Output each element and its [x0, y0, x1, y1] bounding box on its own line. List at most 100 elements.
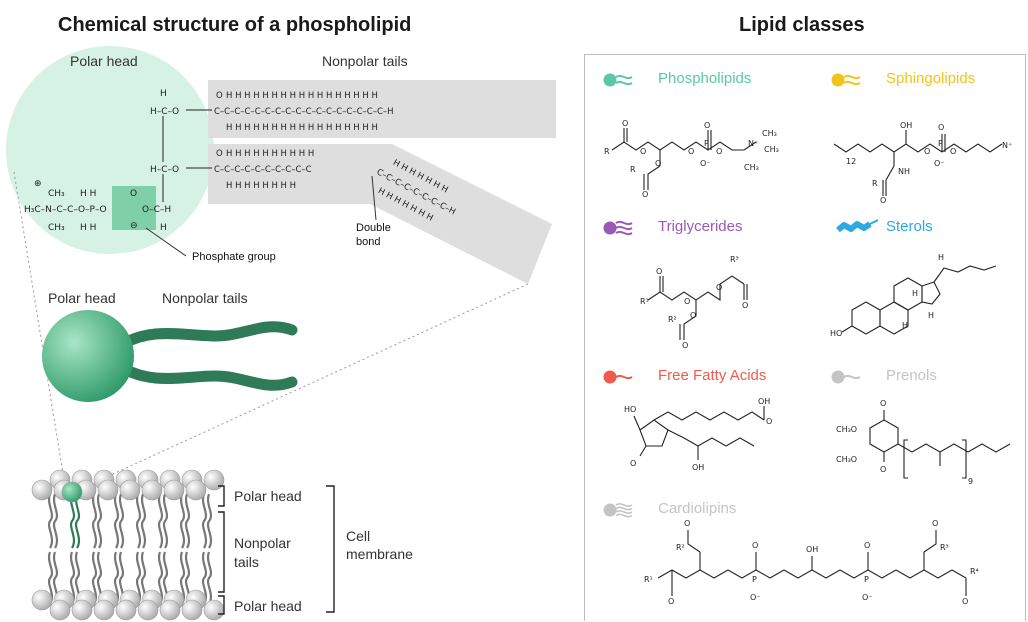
head-group: H₃C–N–C–C–O–P–O CH₃ CH₃ ⊕ O ⊖ H H H H — [24, 179, 138, 233]
phosphate-group-label: Phosphate group — [192, 251, 276, 263]
phosphate-pointer — [145, 227, 187, 257]
phospholipids-icon — [603, 73, 633, 87]
svg-text:R¹: R¹ — [644, 575, 653, 584]
upper-fatty-chain: C–C–C–C–C–C–C–C–C–C–C–C–C–C–C–C–C–H H H … — [214, 91, 394, 133]
lipid-head — [31, 479, 53, 501]
svg-text:P: P — [752, 575, 757, 584]
lipid-tail — [47, 551, 54, 605]
lower-tail-box — [208, 144, 552, 284]
svg-text:H H H H H H H H: H H H H H H H H H H — [226, 149, 314, 159]
schematic-tail-upper — [114, 321, 298, 352]
svg-text:P: P — [938, 139, 943, 148]
upper-tail-box — [208, 80, 556, 138]
sterols-icon — [836, 219, 879, 233]
svg-text:O: O — [932, 519, 938, 528]
svg-text:O: O — [656, 267, 662, 276]
lipid-head — [119, 479, 141, 501]
lipid-tail — [157, 493, 164, 549]
class-label-sterols: Sterols — [886, 218, 933, 235]
lipid-tail — [74, 493, 81, 549]
svg-text:O: O — [682, 341, 688, 350]
lipid-tail — [113, 493, 120, 549]
detail-polar-head-label: Polar head — [70, 53, 138, 69]
svg-text:H H H H H H H H: H H H H H H H H — [226, 181, 296, 191]
svg-text:O: O — [668, 597, 674, 606]
svg-text:R¹: R¹ — [640, 297, 649, 306]
svg-text:O: O — [742, 301, 748, 310]
svg-text:O: O — [716, 283, 722, 292]
class-label-triglycerides: Triglycerides — [658, 218, 743, 235]
lipid-head — [97, 479, 119, 501]
svg-text:HO: HO — [830, 329, 842, 338]
svg-text:H H H H H H H H: H H H H H H H H H H H H H H H H H — [226, 123, 378, 133]
svg-text:O: O — [864, 541, 870, 550]
lipid-tail — [91, 493, 98, 549]
free-fatty-acids-icon — [603, 370, 633, 384]
phosphate-box — [112, 186, 156, 230]
svg-text:O⁻: O⁻ — [934, 159, 945, 168]
svg-text:CH₃O: CH₃O — [836, 425, 857, 434]
svg-text:O: O — [642, 190, 648, 199]
membrane-brackets — [218, 485, 335, 615]
svg-text:CH₃: CH₃ — [764, 145, 779, 154]
sterol-formula — [841, 265, 997, 335]
svg-text:O: O — [684, 297, 690, 306]
svg-text:O: O — [630, 459, 636, 468]
svg-text:H: H — [160, 89, 167, 99]
double-bond-label-1: Double — [356, 222, 391, 234]
svg-text:H: H — [902, 321, 908, 330]
phospholipid-formula — [611, 128, 757, 190]
svg-text:O: O — [716, 147, 722, 156]
svg-text:CH₃: CH₃ — [744, 163, 759, 172]
svg-text:H–C–O: H–C–O — [150, 165, 179, 175]
svg-text:C–C–C–C–C–C–C–C–C–C: C–C–C–C–C–C–C–C–C–C — [214, 165, 312, 175]
svg-text:O: O — [622, 119, 628, 128]
lipid-head — [71, 599, 93, 621]
svg-text:O–C–H: O–C–H — [142, 205, 171, 215]
svg-text:O: O — [880, 196, 886, 205]
svg-text:H–C–O: H–C–O — [150, 107, 179, 117]
lipid-tail — [179, 551, 186, 605]
glycerol-backbone: H–C–O H–C–O O–C–H H H — [142, 89, 212, 233]
svg-text:O: O — [880, 465, 886, 474]
svg-text:CH₃O: CH₃O — [836, 455, 857, 464]
svg-text:OH: OH — [758, 397, 770, 406]
lipid-tail — [69, 551, 76, 605]
schematic-tail-lower — [114, 360, 298, 391]
lipid-head — [93, 599, 115, 621]
membrane-bilayer — [31, 469, 225, 621]
svg-text:O: O — [962, 597, 968, 606]
svg-text:OH: OH — [900, 121, 912, 130]
svg-text:H H H H H H H H: H H H H H H H H H H H H H H H H H — [226, 91, 378, 101]
lipid-tail — [157, 551, 164, 605]
lower-fatty-chain: C–C–C–C–C–C–C–C–C–C H H H H H H H H H H … — [214, 149, 314, 191]
class-label-phospholipids: Phospholipids — [658, 70, 752, 87]
svg-text:O: O — [690, 311, 696, 320]
lipid-tail — [206, 551, 213, 605]
lipid-tail — [135, 493, 142, 549]
class-label-sphingolipids: Sphingolipids — [886, 70, 976, 87]
svg-text:R³: R³ — [940, 543, 949, 552]
svg-text:O: O — [924, 147, 930, 156]
svg-text:R³: R³ — [730, 255, 739, 264]
lipid-head — [137, 599, 159, 621]
svg-text:O: O — [950, 147, 956, 156]
svg-text:R: R — [872, 179, 878, 188]
svg-text:OH: OH — [806, 545, 818, 554]
svg-text:9: 9 — [968, 477, 973, 486]
lipid-head — [61, 481, 83, 503]
svg-text:O: O — [655, 159, 661, 168]
svg-text:R²: R² — [676, 543, 685, 552]
svg-text:O: O — [752, 541, 758, 550]
svg-text:O: O — [688, 147, 694, 156]
lipid-head — [203, 469, 225, 491]
schematic-nonpolar-tails-label: Nonpolar tails — [162, 290, 248, 306]
free-fatty-acid-formula — [633, 406, 765, 460]
membrane-nonpolar-tails-1: Nonpolar — [234, 535, 291, 551]
right-title: Lipid classes — [739, 14, 865, 36]
svg-text:H: H — [938, 253, 944, 262]
